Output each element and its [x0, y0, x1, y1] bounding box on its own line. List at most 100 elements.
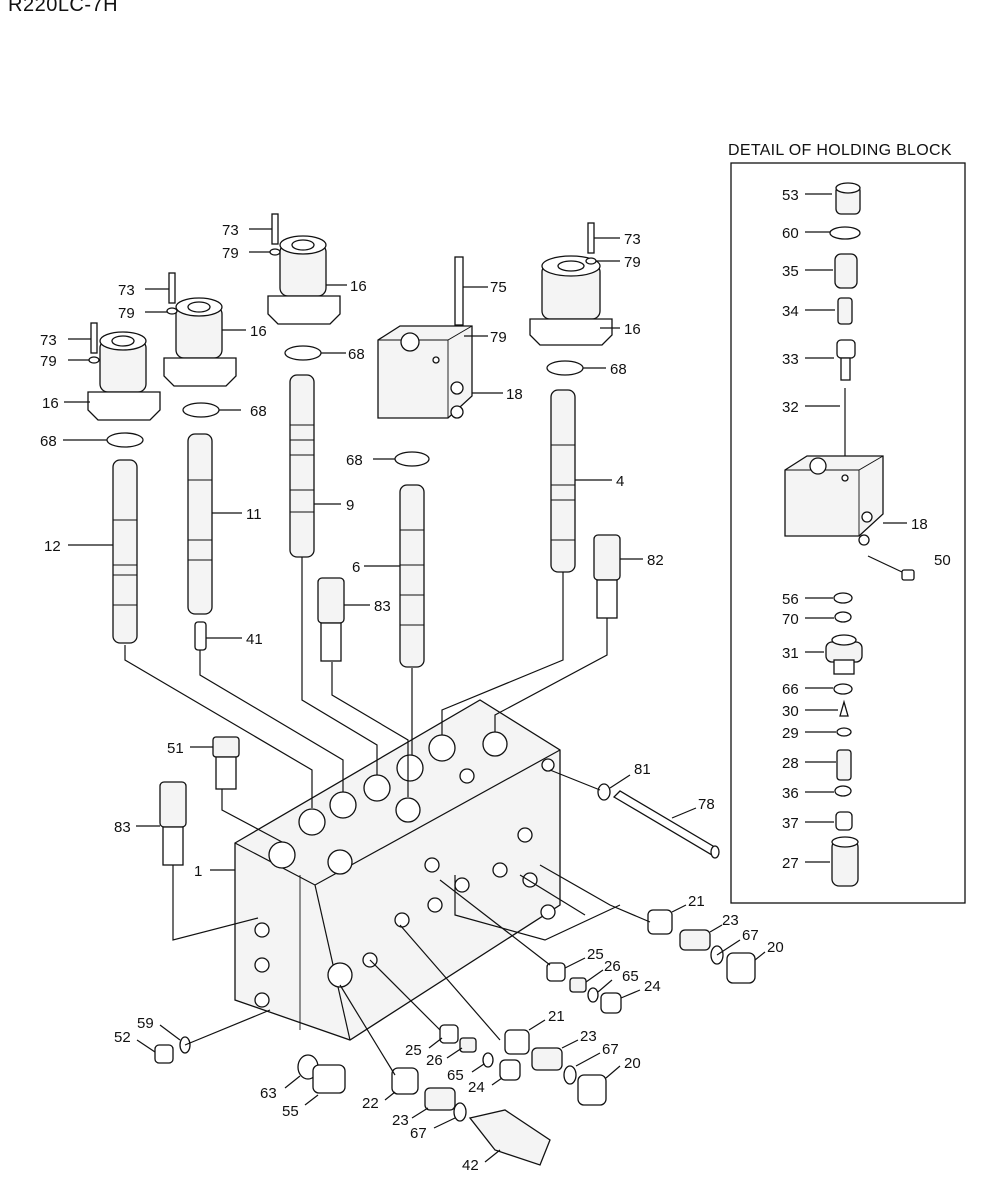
callout-79: 79 — [624, 254, 641, 271]
spring-26-upper — [569, 977, 587, 993]
callout-18: 18 — [506, 386, 523, 403]
callout-24: 24 — [644, 978, 661, 995]
plug-22 — [391, 1067, 419, 1095]
callout-21: 21 — [688, 893, 705, 910]
callout-16: 16 — [350, 278, 367, 295]
spring-26-lower — [459, 1037, 477, 1053]
callout-65: 65 — [622, 968, 639, 985]
callout-81: 81 — [634, 761, 651, 778]
callout-83: 83 — [114, 819, 131, 836]
detail-poppet-33 — [836, 339, 856, 359]
callout-16: 16 — [250, 323, 267, 340]
detail-callout-18: 18 — [911, 516, 928, 533]
callout-68: 68 — [346, 452, 363, 469]
callout-11: 11 — [246, 506, 262, 523]
detail-ring-29 — [836, 727, 852, 737]
callout-67: 67 — [602, 1041, 619, 1058]
callout-73: 73 — [222, 222, 239, 239]
solenoid-valve-left — [87, 331, 161, 421]
solenoid-valve-mid-left — [163, 297, 237, 387]
o-ring-65-lower — [482, 1052, 494, 1068]
detail-callout-32: 32 — [782, 399, 799, 416]
callout-22: 22 — [362, 1095, 379, 1112]
plug-24-upper — [600, 992, 622, 1014]
leader-lines — [63, 228, 766, 1163]
callout-26: 26 — [426, 1052, 443, 1069]
holding-block-main — [377, 325, 473, 419]
detail-callout-27: 27 — [782, 855, 799, 872]
washer-81 — [597, 783, 611, 801]
spring-23-mid — [531, 1047, 563, 1071]
spool-11 — [187, 433, 213, 615]
detail-callout-34: 34 — [782, 303, 799, 320]
callout-67: 67 — [410, 1125, 427, 1142]
o-ring-67-lower — [453, 1102, 467, 1122]
detail-plug-37 — [835, 811, 853, 831]
detail-callout-70: 70 — [782, 611, 799, 628]
poppet-25-upper — [546, 962, 566, 982]
spool-12 — [112, 459, 138, 644]
detail-piston-35 — [834, 253, 858, 289]
callout-59: 59 — [137, 1015, 154, 1032]
callout-68: 68 — [250, 403, 267, 420]
detail-callout-50: 50 — [934, 552, 951, 569]
detail-screw-50 — [901, 569, 915, 581]
solenoid-valve-top — [267, 235, 341, 325]
detail-callout-30: 30 — [782, 703, 799, 720]
callout-75: 75 — [490, 279, 507, 296]
callout-83: 83 — [374, 598, 391, 615]
adapter-42 — [468, 1109, 551, 1166]
callout-51: 51 — [167, 740, 184, 757]
detail-o-ring-36 — [834, 785, 852, 797]
callout-73: 73 — [118, 282, 135, 299]
detail-title: DETAIL OF HOLDING BLOCK — [728, 142, 952, 159]
detail-callout-53: 53 — [782, 187, 799, 204]
callout-23: 23 — [722, 912, 739, 929]
o-ring-68-top — [284, 345, 322, 361]
o-ring-68-left — [106, 432, 144, 448]
callout-16: 16 — [624, 321, 641, 338]
detail-seat-31 — [825, 634, 863, 675]
bolt-set-top — [269, 213, 281, 256]
detail-callout-36: 36 — [782, 785, 799, 802]
plug-20-lower — [577, 1074, 607, 1106]
o-ring-68-mid — [182, 402, 220, 418]
callout-55: 55 — [282, 1103, 299, 1120]
o-ring-65-upper — [587, 987, 599, 1003]
plug-21-lower — [504, 1029, 530, 1055]
callout-79: 79 — [222, 245, 239, 262]
detail-callout-28: 28 — [782, 755, 799, 772]
callout-68: 68 — [610, 361, 627, 378]
callout-78: 78 — [698, 796, 715, 813]
callout-79: 79 — [490, 329, 507, 346]
detail-o-ring-66 — [833, 683, 853, 695]
poppet-25-lower — [439, 1024, 459, 1044]
callout-4: 4 — [616, 473, 624, 490]
callout-25: 25 — [405, 1042, 422, 1059]
detail-spring-34 — [837, 297, 853, 325]
callout-21: 21 — [548, 1008, 565, 1025]
pin-41 — [194, 621, 207, 651]
relief-valve-83-upper — [317, 577, 345, 662]
callout-67: 67 — [742, 927, 759, 944]
detail-callout-60: 60 — [782, 225, 799, 242]
detail-spring-28 — [836, 749, 852, 781]
spool-6 — [399, 484, 425, 668]
spool-9 — [289, 374, 315, 558]
detail-holding-block-18 — [784, 455, 884, 546]
callout-73: 73 — [624, 231, 641, 248]
detail-leader-lines — [805, 193, 907, 863]
detail-callout-29: 29 — [782, 725, 799, 742]
o-ring-68-right — [546, 360, 584, 376]
bolt-set-mid — [166, 272, 178, 315]
assembly-lines — [124, 557, 651, 1076]
callout-68: 68 — [40, 433, 57, 450]
detail-ring-70 — [834, 611, 852, 623]
callout-23: 23 — [392, 1112, 409, 1129]
detail-callout-35: 35 — [782, 263, 799, 280]
callout-82: 82 — [647, 552, 664, 569]
callout-79: 79 — [118, 305, 135, 322]
callout-labels: 73 79 16 68 73 79 16 68 73 79 16 68 75 7… — [40, 222, 784, 1174]
callout-20: 20 — [767, 939, 784, 956]
